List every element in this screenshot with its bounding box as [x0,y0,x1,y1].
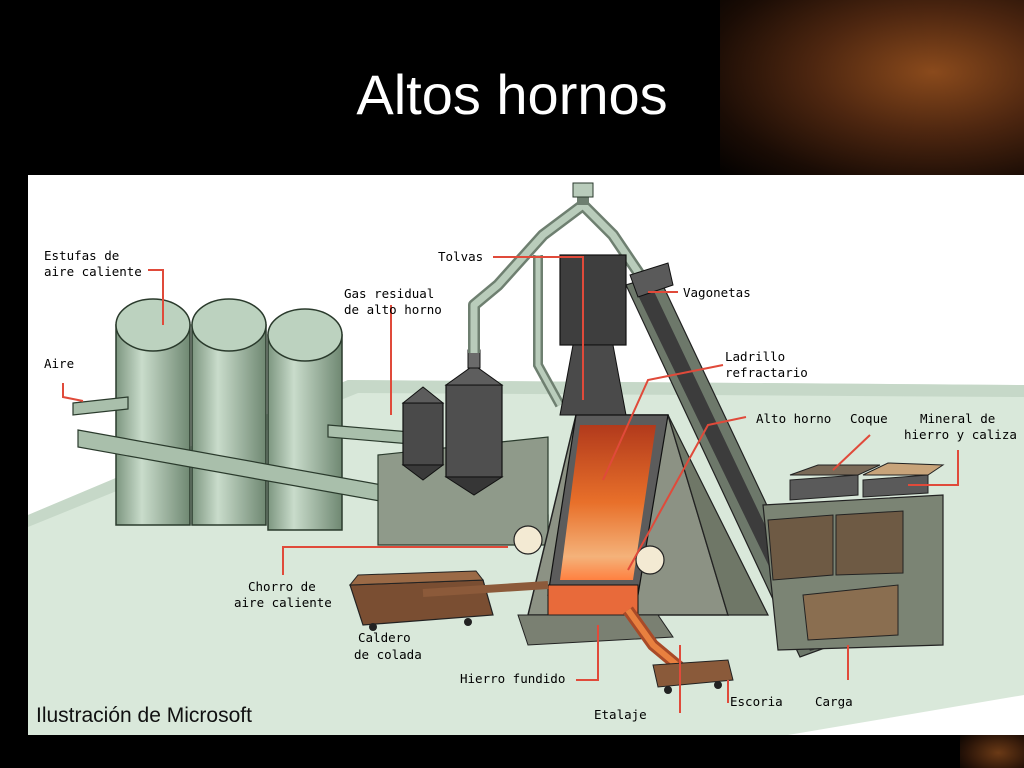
tuyere-left [513,525,543,555]
label-alto-horno: Alto horno [756,411,831,426]
label-etalaje: Etalaje [594,707,647,722]
label-estufas-line1: Estufas de [44,248,119,263]
label-vagonetas: Vagonetas [683,285,751,300]
iron-runner [422,581,549,597]
callout-leaders [62,256,959,713]
blast-furnace [517,254,769,646]
label-tolvas: Tolvas [438,249,483,264]
label-ladrillo-line2: refractario [725,365,808,380]
label-mineral-line1: Mineral de [920,411,995,426]
background-glow [720,0,1024,180]
label-caldero-line1: Caldero [358,630,411,645]
label-hierro-fundido: Hierro fundido [460,671,565,686]
ore-and-coke-bins [762,462,945,651]
label-mineral-line2: hierro y caliza [904,427,1017,442]
label-aire: Aire [44,356,74,371]
label-carga: Carga [815,694,853,709]
label-gas-line2: de alto horno [344,302,442,317]
image-credit: Ilustración de Microsoft [36,704,252,727]
label-gas-line1: Gas residual [344,286,434,301]
tuyere-right [635,545,665,575]
label-escoria: Escoria [730,694,783,709]
slide-title: Altos hornos [356,63,668,126]
label-chorro-line2: aire caliente [234,595,332,610]
label-chorro-line1: Chorro de [248,579,316,594]
gas-cleaners [401,349,504,496]
label-caldero-line2: de colada [354,647,422,662]
label-coque: Coque [850,411,888,426]
blast-furnace-diagram: Estufas de aire caliente Aire Gas residu… [28,175,1024,735]
label-ladrillo-line1: Ladrillo [725,349,785,364]
background-glow-bottom [960,730,1024,768]
slag-cart [652,659,734,694]
label-estufas-line2: aire caliente [44,264,142,279]
hot-air-stoves [115,298,343,531]
diagram-svg: Estufas de aire caliente Aire Gas residu… [28,182,1024,735]
